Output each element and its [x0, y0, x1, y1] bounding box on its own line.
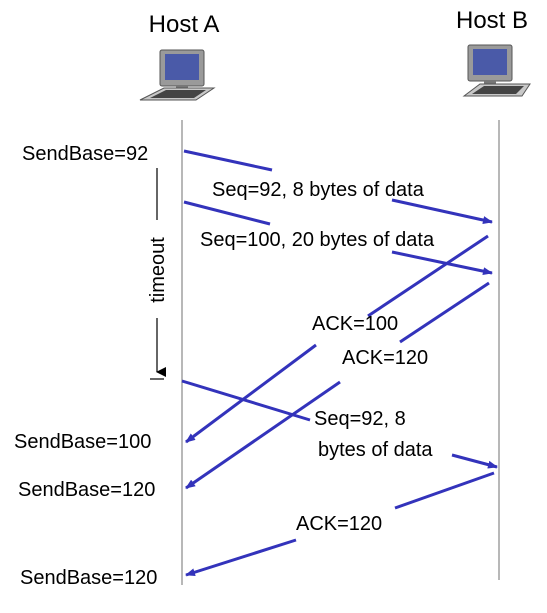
- seq92-label: Seq=92, 8 bytes of data: [212, 179, 425, 201]
- seq92-message: Seq=92, 8 bytes of data: [183, 149, 493, 224]
- host-b-title: Host B: [456, 7, 528, 34]
- sendbase-label: SendBase=120: [20, 567, 157, 589]
- retransmit-label-line1: Seq=92, 8: [314, 408, 406, 430]
- seq100-label: Seq=100, 20 bytes of data: [200, 229, 435, 251]
- sendbase-label: SendBase=120: [18, 479, 155, 501]
- ack120-label: ACK=120: [342, 347, 428, 369]
- final-ack120-message: ACK=120: [185, 471, 495, 577]
- ack100-label: ACK=100: [312, 313, 398, 335]
- ack100-message: ACK=100: [185, 234, 489, 444]
- sendbase-label: SendBase=92: [22, 143, 148, 165]
- ack120-message: ACK=120: [185, 281, 490, 490]
- retransmit-label-line2: bytes of data: [318, 439, 433, 461]
- sendbase-label: SendBase=100: [14, 431, 151, 453]
- retransmit-seq92-message: Seq=92, 8 bytes of data: [181, 379, 498, 469]
- host-b-computer-icon: [462, 44, 531, 97]
- timeout-indicator: timeout: [147, 168, 169, 380]
- timeout-label: timeout: [147, 237, 169, 303]
- host-a-computer-icon: [139, 49, 216, 101]
- final-ack120-label: ACK=120: [296, 513, 382, 535]
- seq100-message: Seq=100, 20 bytes of data: [183, 200, 493, 276]
- host-a-title: Host A: [149, 11, 220, 38]
